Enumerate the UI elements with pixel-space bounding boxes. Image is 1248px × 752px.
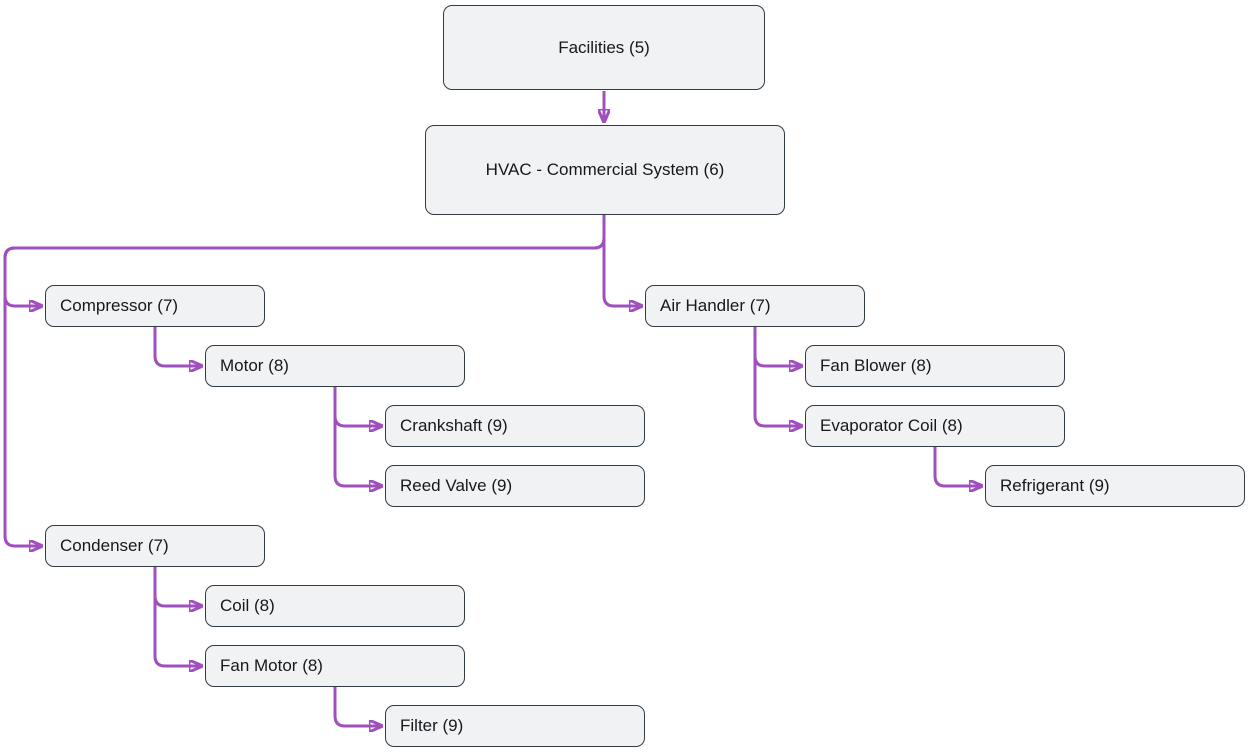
edge-evaporator-to-refrigerant xyxy=(933,447,983,486)
edge-hvac-to-air-handler xyxy=(602,215,643,306)
node-evaporator-coil: Evaporator Coil (8) xyxy=(805,405,1065,447)
node-compressor: Compressor (7) xyxy=(45,285,265,327)
edge-air-handler-to-evaporator xyxy=(753,327,803,426)
edge-motor-to-reed-valve xyxy=(333,387,383,486)
node-motor: Motor (8) xyxy=(205,345,465,387)
edge-fan-motor-to-filter xyxy=(333,687,383,726)
node-refrigerant: Refrigerant (9) xyxy=(985,465,1245,507)
edge-motor-to-crankshaft xyxy=(333,387,383,426)
edge-compressor-to-motor xyxy=(153,327,203,366)
node-coil: Coil (8) xyxy=(205,585,465,627)
node-reed-valve: Reed Valve (9) xyxy=(385,465,645,507)
node-crankshaft: Crankshaft (9) xyxy=(385,405,645,447)
node-facilities: Facilities (5) xyxy=(443,5,765,90)
node-condenser: Condenser (7) xyxy=(45,525,265,567)
edge-air-handler-to-fan-blower xyxy=(753,327,803,366)
node-fan-motor: Fan Motor (8) xyxy=(205,645,465,687)
node-filter: Filter (9) xyxy=(385,705,645,747)
node-air-handler: Air Handler (7) xyxy=(645,285,865,327)
node-fan-blower: Fan Blower (8) xyxy=(805,345,1065,387)
edge-condenser-to-coil xyxy=(153,567,203,606)
node-hvac-commercial-system: HVAC - Commercial System (6) xyxy=(425,125,785,215)
edge-condenser-to-fan-motor xyxy=(153,567,203,666)
